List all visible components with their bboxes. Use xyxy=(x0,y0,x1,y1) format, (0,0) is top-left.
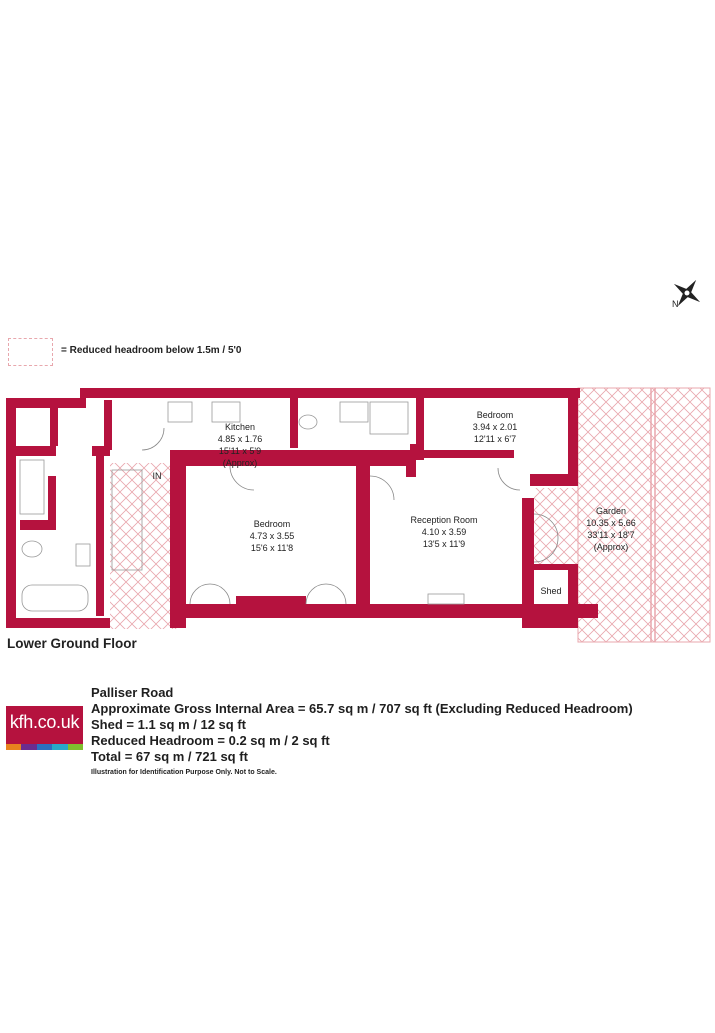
bathtub xyxy=(21,584,89,612)
floor-label: Lower Ground Floor xyxy=(7,636,137,651)
logo-text: kfh.co.uk xyxy=(9,712,80,732)
reduced-headroom-area: Reduced Headroom = 0.2 sq m / 2 sq ft xyxy=(91,733,330,748)
garden-area xyxy=(110,387,711,643)
kitchen-name: Kitchen xyxy=(225,422,255,432)
basin-shower-room xyxy=(339,401,369,423)
reception-metric: 4.10 x 3.59 xyxy=(422,527,467,537)
kfh-logo: kfh.co.uk xyxy=(6,706,83,750)
total-area: Total = 67 sq m / 721 sq ft xyxy=(91,749,248,764)
compass-north-label: N xyxy=(672,299,679,309)
kitchen-note: (Approx) xyxy=(223,458,258,468)
logo-bar-5 xyxy=(67,744,84,750)
bedroom-door xyxy=(229,465,255,491)
room-bedroom-main-label: Bedroom 4.73 x 3.55 15'6 x 11'8 xyxy=(250,519,295,553)
logo-bar-4 xyxy=(52,744,68,750)
compass-rose-icon xyxy=(673,279,701,307)
bedroom-top-metric: 3.94 x 2.01 xyxy=(473,422,518,432)
kitchen-metric: 4.85 x 1.76 xyxy=(218,434,263,444)
garden-door xyxy=(533,513,559,563)
basin-bathroom xyxy=(75,543,91,567)
logo-bar-1 xyxy=(6,744,22,750)
gross-area: Approximate Gross Internal Area = 65.7 s… xyxy=(91,701,633,716)
entrance-label: IN xyxy=(153,471,162,481)
bedroom-top-name: Bedroom xyxy=(477,410,514,420)
fireplace xyxy=(427,593,465,605)
kitchen-imperial: 15'11 x 5'9 xyxy=(219,446,261,456)
reception-door xyxy=(369,475,395,501)
garden-name: Garden xyxy=(596,506,626,516)
walls xyxy=(6,388,598,628)
room-bedroom-top-label: Bedroom 3.94 x 2.01 12'11 x 6'7 xyxy=(473,410,518,444)
garden-metric: 10.35 x 5.66 xyxy=(586,518,636,528)
disclaimer: Illustration for Identification Purpose … xyxy=(91,769,277,776)
shed-area: Shed = 1.1 sq m / 12 sq ft xyxy=(91,717,246,732)
bedroom-main-name: Bedroom xyxy=(254,519,291,529)
wardrobe-door-right xyxy=(305,583,347,605)
legend-swatch xyxy=(8,338,53,366)
fixtures xyxy=(19,401,465,612)
logo-bar-3 xyxy=(36,744,53,750)
shower-shower-room xyxy=(369,401,409,435)
legend-text: = Reduced headroom below 1.5m / 5'0 xyxy=(61,345,242,356)
logo-bar-2 xyxy=(21,744,37,750)
reception-name: Reception Room xyxy=(410,515,477,525)
room-garden-label: Garden 10.35 x 5.66 33'11 x 18'7 (Approx… xyxy=(586,506,636,552)
compass: N xyxy=(667,273,707,318)
doors xyxy=(141,427,559,605)
wardrobe-door-left xyxy=(189,583,231,605)
kitchen-sink xyxy=(211,401,241,423)
toilet-bathroom xyxy=(21,540,43,558)
room-reception-label: Reception Room 4.10 x 3.59 13'5 x 11'9 xyxy=(410,515,477,549)
shower-tray xyxy=(19,459,45,515)
garden-imperial: 33'11 x 18'7 xyxy=(587,530,634,540)
room-kitchen-label: Kitchen 4.85 x 1.76 15'11 x 5'9 (Approx) xyxy=(218,422,263,468)
kitchen-door xyxy=(141,427,165,451)
bedroom-top-imperial: 12'11 x 6'7 xyxy=(474,434,516,444)
logo-color-bars xyxy=(6,744,84,750)
shed-name: Shed xyxy=(540,586,561,596)
toilet-shower-room xyxy=(298,414,318,430)
reception-door-right xyxy=(497,467,521,491)
bedroom-main-metric: 4.73 x 3.55 xyxy=(250,531,295,541)
reception-imperial: 13'5 x 11'9 xyxy=(423,539,465,549)
stairs xyxy=(111,469,143,571)
garden-note: (Approx) xyxy=(594,542,629,552)
address: Palliser Road xyxy=(91,685,174,700)
area-info: Palliser Road Approximate Gross Internal… xyxy=(91,685,633,779)
hob xyxy=(167,401,193,423)
bedroom-main-imperial: 15'6 x 11'8 xyxy=(251,543,293,553)
